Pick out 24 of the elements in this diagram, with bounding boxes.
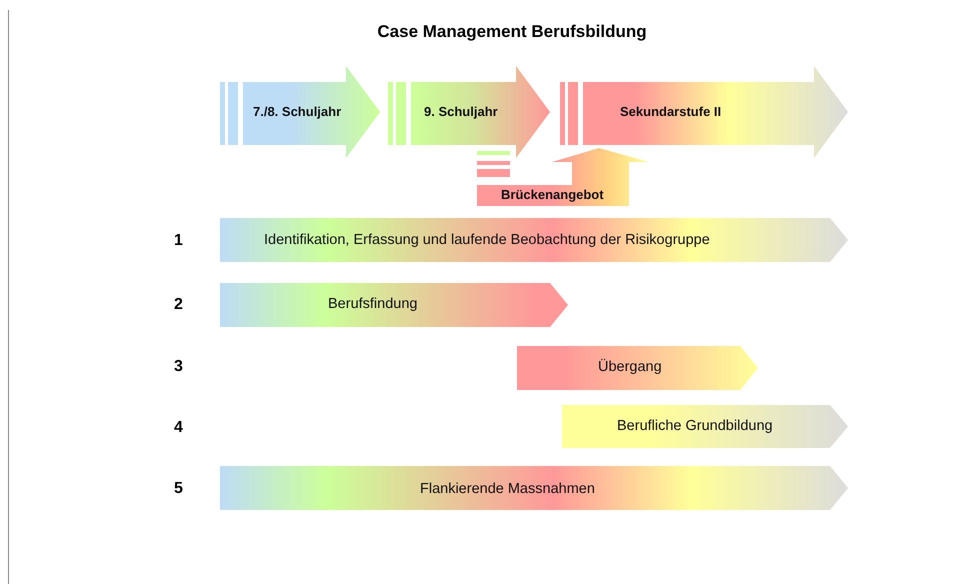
bridge-arrow <box>477 148 650 206</box>
row-number: 1 <box>174 232 183 250</box>
arrow-label: Flankierende Massnahmen <box>420 481 595 497</box>
row-number: 4 <box>174 419 183 437</box>
phase-band <box>517 346 758 390</box>
row-number: 2 <box>174 296 183 314</box>
stage-arrow <box>388 66 550 158</box>
phase-band <box>220 283 568 327</box>
arrow-label: Berufliche Grundbildung <box>617 418 773 434</box>
row-number: 3 <box>174 358 183 376</box>
arrow-label: 7./8. Schuljahr <box>253 104 342 119</box>
arrow-label: 9. Schuljahr <box>424 104 498 119</box>
stage-arrow <box>220 66 380 158</box>
phase-band <box>220 466 848 510</box>
diagram-title: Case Management Berufsbildung <box>376 22 648 42</box>
arrow-label: Übergang <box>598 359 662 375</box>
stage-arrow <box>560 66 848 158</box>
row-number: 5 <box>174 480 183 498</box>
arrow-label: Brückenangebot <box>501 187 604 202</box>
phase-band <box>562 405 848 448</box>
arrow-label: Berufsfindung <box>328 296 418 312</box>
arrow-label: Sekundarstufe II <box>620 104 722 119</box>
phase-band <box>220 218 848 262</box>
arrow-label: Identifikation, Erfassung und laufende Beobachtung der Risikogruppe <box>264 232 710 248</box>
